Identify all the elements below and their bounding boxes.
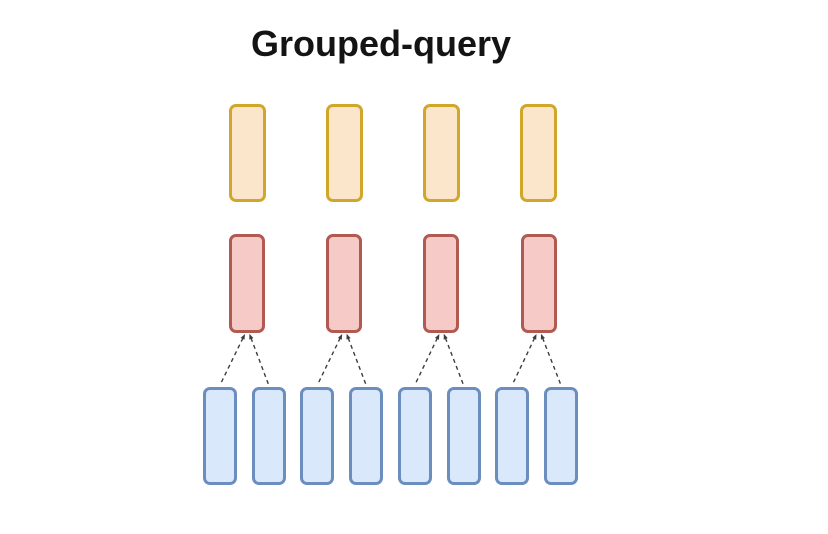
query-box <box>397 387 432 485</box>
key-query-connector <box>316 333 343 386</box>
value-box <box>228 104 266 202</box>
key-query-connector <box>511 333 537 386</box>
query-box <box>349 387 384 485</box>
value-box <box>325 104 363 202</box>
query-box <box>300 387 335 485</box>
query-box <box>543 387 578 485</box>
key-query-connector <box>540 333 562 386</box>
query-box <box>495 387 530 485</box>
key-query-connector <box>443 333 465 386</box>
key-query-connector <box>249 333 270 386</box>
query-box <box>203 387 237 485</box>
key-query-connector <box>219 333 245 386</box>
query-box <box>251 387 286 485</box>
key-box <box>520 234 557 333</box>
key-box <box>229 234 265 333</box>
key-query-connector <box>414 333 440 386</box>
value-box <box>520 104 558 202</box>
key-query-connector <box>346 333 367 386</box>
key-box <box>326 234 363 333</box>
value-box <box>422 104 460 202</box>
key-box <box>423 234 460 333</box>
query-box <box>446 387 481 485</box>
diagram-title: Grouped-query <box>250 23 512 64</box>
